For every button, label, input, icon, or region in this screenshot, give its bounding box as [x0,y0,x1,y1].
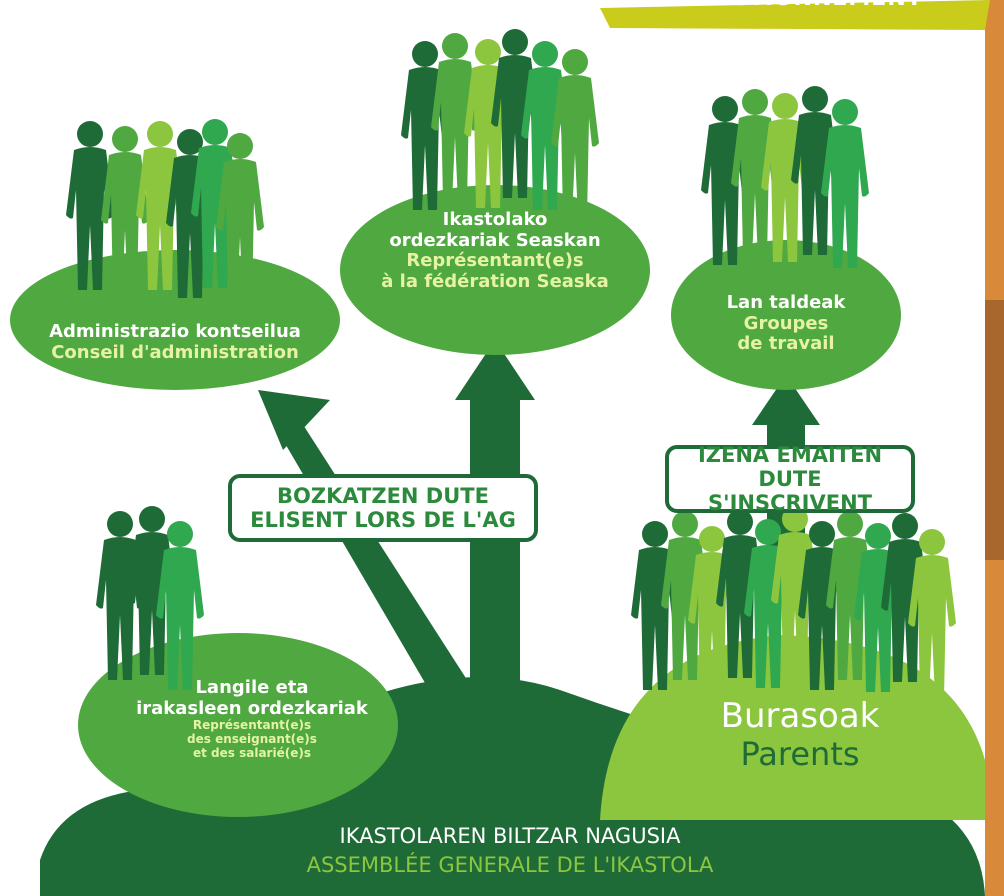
board-label-eu: Administrazio kontseilua [49,321,301,342]
staff-label-eu2: irakasleen ordezkariak [136,697,368,719]
register-label-box: IZENA EMAITEN DUTE S'INSCRIVENT [665,442,915,516]
groups-label-fr2: de travail [737,333,835,355]
staff-label-fr2: des enseignant(e)s [187,732,317,747]
seaska-label-eu2: ordezkariak Seaskan [389,229,601,251]
register-label-eu: IZENA EMAITEN DUTE [697,442,883,491]
seaska-label-fr1: Représentant(e)s [406,250,584,272]
groups-label: Lan taldeak Groupes de travail [686,292,886,355]
banner-title: FUNCTIONNEMENT [610,0,990,11]
staff-label-eu1: Langile eta [195,677,309,698]
assembly-label-fr: ASSEMBLÉE GENERALE DE L'IKASTOLA [306,853,714,878]
assembly-ground [40,677,985,896]
groups-ellipse [671,240,901,390]
register-label-fr: S'INSCRIVENT [708,491,872,516]
staff-label: Langile eta irakasleen ordezkariak Repré… [122,677,382,761]
groups-label-eu: Lan taldeak [726,292,846,313]
photo-strip-shade [985,300,1004,560]
arrow-to-seaska [455,340,535,705]
banner-stroke [600,0,990,30]
seaska-label-fr2: à la fédération Seaska [381,271,609,293]
vote-label-fr: ELISENT LORS DE L'AG [250,508,516,532]
vote-label-eu: BOZKATZEN DUTE [277,483,489,508]
staff-label-fr1: Représentant(e)s [192,718,312,733]
assembly-label: IKASTOLAREN BILTZAR NAGUSIA ASSEMBLÉE GE… [250,822,770,881]
board-label-fr: Conseil d'administration [51,341,299,363]
parents-label-eu: Burasoak [720,696,880,736]
assembly-label-eu: IKASTOLAREN BILTZAR NAGUSIA [339,824,681,848]
groups-label-fr1: Groupes [743,312,829,334]
parents-label-fr: Parents [740,735,860,774]
seaska-ellipse [340,185,650,355]
board-label: Administrazio kontseilua Conseil d'admin… [30,321,320,363]
vote-label-box: BOZKATZEN DUTE ELISENT LORS DE L'AG [228,474,538,542]
seaska-label-eu1: Ikastolako [442,209,548,230]
seaska-label: Ikastolako ordezkariak Seaskan Représent… [350,209,640,293]
parents-label: Burasoak Parents [700,696,900,774]
board-ellipse [10,250,340,390]
staff-label-fr3: et des salarié(e)s [193,745,311,760]
people-board [66,119,264,302]
people-seaska [401,29,599,218]
staff-ellipse [78,633,398,817]
